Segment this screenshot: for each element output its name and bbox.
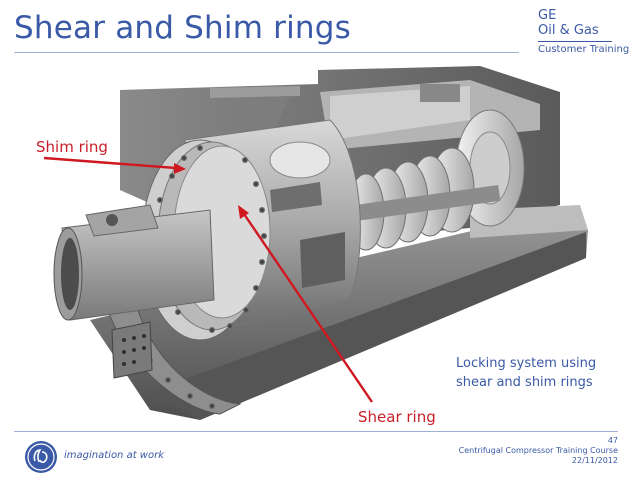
shim-ring-label: Shim ring [36, 138, 108, 156]
footer-info: 47 Centrifugal Compressor Training Cours… [459, 436, 618, 466]
brand-block: GE Oil & Gas Customer Training [538, 8, 629, 56]
brand-customer-training: Customer Training [538, 44, 630, 55]
shear-ring-arrow [238, 205, 373, 403]
footer-divider [14, 431, 618, 432]
course-name: Centrifugal Compressor Training Course [458, 446, 618, 455]
brand-ge: GE [538, 8, 557, 23]
impeller-stack [339, 109, 525, 251]
shim-ring-arrow [43, 156, 186, 174]
title-divider [14, 52, 519, 53]
page-number: 47 [607, 436, 618, 445]
locking-system-caption: Locking system using shear and shim ring… [456, 354, 596, 392]
compressor-cutaway-illustration [43, 66, 588, 420]
footer-date: 22/11/2012 [571, 456, 618, 465]
shear-ring-label: Shear ring [358, 408, 436, 426]
brand-divider [538, 41, 612, 42]
ge-monogram-icon [24, 440, 58, 478]
locking-caption-line1: Locking system using [456, 356, 597, 371]
page-title: Shear and Shim rings [14, 10, 351, 46]
brand-oil-gas: Oil & Gas [538, 23, 599, 38]
tagline: imagination at work [64, 450, 164, 461]
locking-caption-line2: shear and shim rings [456, 375, 593, 390]
